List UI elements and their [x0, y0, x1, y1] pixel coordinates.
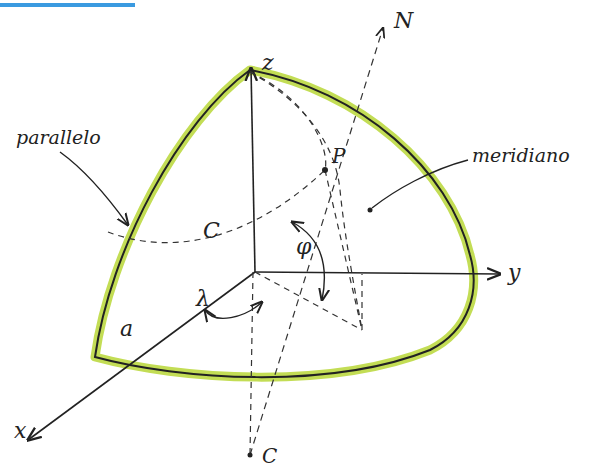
z-axis-extension — [250, 272, 253, 455]
meridian-curve — [250, 72, 362, 330]
axis-label: x — [14, 420, 26, 442]
point-label: C — [262, 446, 277, 466]
x-axis — [28, 272, 255, 440]
projection-line — [361, 274, 362, 330]
meridian-upper — [250, 72, 326, 170]
leader-dot — [368, 208, 373, 213]
callout-label: meridiano — [472, 146, 570, 165]
z-axis — [251, 68, 255, 272]
normal-line — [250, 28, 383, 455]
octant-outline — [95, 70, 474, 377]
angle-label: λ — [196, 288, 210, 310]
leader-line — [60, 152, 128, 225]
lambda-arc — [205, 302, 262, 318]
point-p — [322, 167, 328, 173]
y-axis — [255, 272, 500, 274]
projection-line — [325, 170, 362, 330]
axis-label: z — [262, 52, 274, 74]
point-label: C — [203, 220, 220, 242]
leader-line — [372, 160, 468, 208]
axis-label: y — [508, 262, 520, 284]
octant-highlight — [95, 70, 474, 377]
callout-label: parallelo — [16, 128, 101, 147]
point-label: P — [332, 146, 345, 166]
parallel-curve — [108, 170, 325, 243]
meridian-trace — [255, 272, 362, 330]
dimension-label: a — [120, 318, 133, 340]
angle-label: φ — [296, 236, 311, 258]
axis-label: N — [394, 10, 413, 32]
phi-arc — [292, 222, 324, 300]
highlight-bar — [0, 3, 135, 7]
point-c — [248, 453, 253, 458]
